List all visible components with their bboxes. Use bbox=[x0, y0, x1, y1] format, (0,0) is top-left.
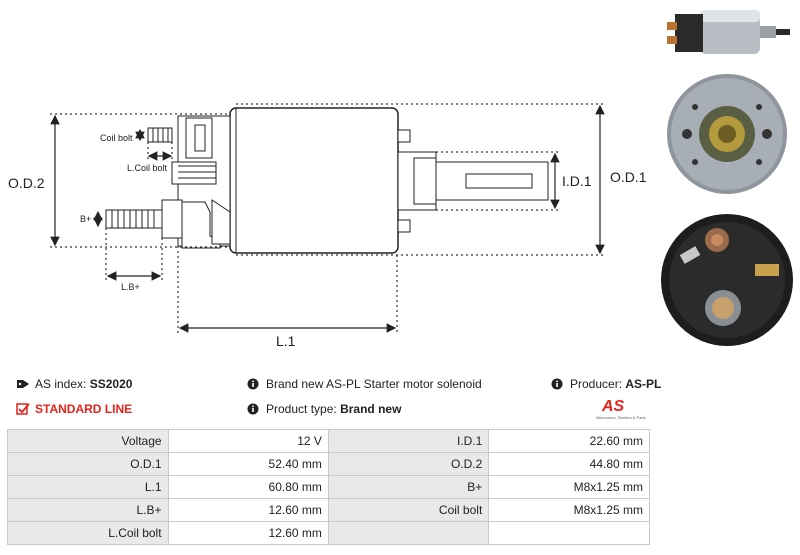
description-text: Brand new AS-PL Starter motor solenoid bbox=[266, 377, 482, 391]
label-od2: O.D.2 bbox=[8, 175, 45, 191]
spec-label bbox=[327, 521, 490, 545]
product-photo-front bbox=[655, 72, 800, 202]
product-photo-rear bbox=[655, 210, 800, 350]
spec-label: I.D.1 bbox=[327, 429, 490, 453]
spec-value: 52.40 mm bbox=[167, 452, 329, 476]
spec-label: O.D.2 bbox=[327, 452, 490, 476]
spec-label: O.D.1 bbox=[7, 452, 169, 476]
label-l-coil-bolt: L.Coil bolt bbox=[127, 163, 168, 173]
as-index-value: SS2020 bbox=[89, 377, 133, 391]
label-coil-bolt: Coil bolt bbox=[100, 133, 133, 143]
as-index-row: AS index: SS2020 bbox=[16, 377, 132, 391]
checkbox-checked-icon bbox=[16, 403, 30, 415]
spec-label: L.B+ bbox=[7, 498, 169, 522]
spec-value: M8x1.25 mm bbox=[488, 475, 650, 499]
spec-value: 12.60 mm bbox=[167, 521, 329, 545]
logo-tagline: Alternators, Starters & Parts bbox=[596, 415, 646, 420]
spec-label: B+ bbox=[327, 475, 490, 499]
coil-bolt bbox=[147, 127, 173, 143]
standard-line-label: STANDARD LINE bbox=[35, 402, 133, 416]
standard-line-row: STANDARD LINE bbox=[16, 402, 132, 416]
spec-value: M8x1.25 mm bbox=[488, 498, 650, 522]
description-row: Brand new AS-PL Starter motor solenoid bbox=[247, 377, 482, 391]
solenoid-technical-drawing: O.D.2 O.D.1 I.D.1 L.1 Coil bolt L.Coil b… bbox=[8, 103, 647, 349]
producer-row: Producer: AS-PL bbox=[551, 377, 661, 391]
producer-label: Producer: bbox=[570, 377, 623, 391]
label-id1: I.D.1 bbox=[562, 173, 592, 189]
label-l1: L.1 bbox=[276, 333, 296, 349]
label-b-plus: B+ bbox=[80, 214, 91, 224]
product-type-value: Brand new bbox=[340, 402, 402, 416]
spec-label: L.1 bbox=[7, 475, 169, 499]
product-type-label: Product type: bbox=[266, 402, 337, 416]
spec-label: Coil bolt bbox=[327, 498, 490, 522]
as-pl-logo: AS Alternators, Starters & Parts bbox=[596, 398, 652, 424]
spec-value: 22.60 mm bbox=[488, 429, 650, 453]
producer-value: AS-PL bbox=[625, 377, 662, 391]
spec-value: 44.80 mm bbox=[488, 452, 650, 476]
product-type-row: Product type: Brand new bbox=[247, 402, 401, 416]
label-od1: O.D.1 bbox=[610, 169, 647, 185]
logo-mark: AS bbox=[602, 398, 625, 415]
info-icon bbox=[247, 403, 259, 415]
tag-icon bbox=[17, 380, 29, 388]
product-photo-side bbox=[655, 0, 800, 70]
spec-value: 12.60 mm bbox=[167, 498, 329, 522]
spec-value: 12 V bbox=[167, 429, 329, 453]
spec-value bbox=[488, 521, 650, 545]
as-index-label: AS index: bbox=[35, 377, 87, 391]
info-icon bbox=[551, 378, 563, 390]
spec-label: L.Coil bolt bbox=[7, 521, 169, 545]
spec-label: Voltage bbox=[7, 429, 169, 453]
solenoid-body bbox=[229, 107, 399, 254]
label-l-b-plus: L.B+ bbox=[121, 282, 140, 292]
spec-value: 60.80 mm bbox=[167, 475, 329, 499]
info-icon bbox=[247, 378, 259, 390]
